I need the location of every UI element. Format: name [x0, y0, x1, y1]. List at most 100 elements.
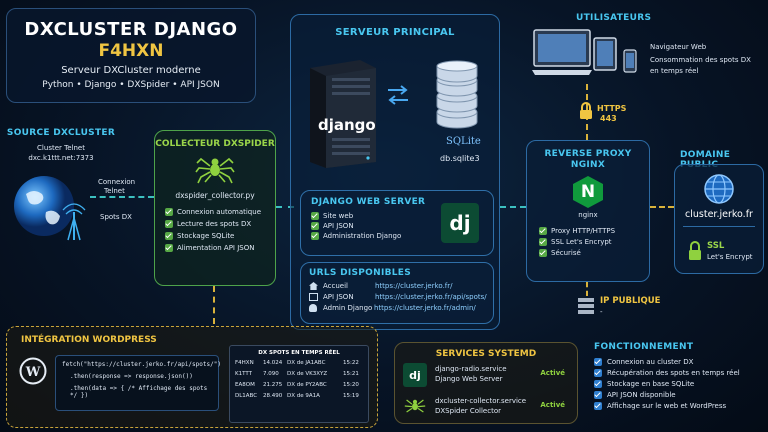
- dj-service-logo: dj: [403, 363, 427, 387]
- url-row[interactable]: API JSON https://cluster.jerko.fr/api/sp…: [309, 293, 493, 301]
- url-row[interactable]: Accueil https://cluster.jerko.fr/: [309, 282, 493, 290]
- systemd-heading: SERVICES SYSTEMD: [435, 349, 537, 359]
- users-line1: Navigateur Web: [650, 43, 707, 51]
- api-icon: [309, 293, 318, 301]
- spider-icon: [195, 157, 235, 184]
- django-web-panel: DJANGO WEB SERVER Site web API JSON Admi…: [300, 190, 494, 256]
- nginx-logo: N: [573, 176, 603, 208]
- spot-cell: DX de 9A1A: [287, 393, 320, 399]
- source-line1: Cluster Telnet: [37, 144, 85, 152]
- sqlite-logo: SQLite: [446, 136, 481, 147]
- wordpress-panel: INTÉGRATION WORDPRESS W fetch("https://c…: [6, 326, 378, 428]
- db-file: db.sqlite3: [440, 154, 480, 163]
- collector-item: Connexion automatique: [165, 208, 275, 216]
- spot-cell: 28.490: [263, 393, 283, 399]
- spot-cell: DX de VK3XYZ: [287, 371, 328, 377]
- service-status: Activé: [540, 369, 565, 377]
- collector-panel: COLLECTEUR DXSPIDER dxspider_collector.p…: [154, 130, 276, 286]
- nginx-name: nginx: [578, 211, 598, 219]
- user-icon: [309, 304, 317, 312]
- urls-heading: URLS DISPONIBLES: [309, 268, 412, 278]
- connector-proxy-domain: [650, 206, 674, 208]
- fonctionnement-heading: FONCTIONNEMENT: [594, 342, 694, 352]
- service-status: Activé: [540, 401, 565, 409]
- fonction-item: Récupération des spots en temps réel: [594, 369, 764, 377]
- collector-item: Alimentation API JSON: [165, 244, 275, 252]
- proxy-heading-1: REVERSE PROXY: [544, 149, 632, 159]
- wordpress-icon: W: [19, 357, 47, 385]
- fonctionnement-block: FONCTIONNEMENT Connexion au cluster DX R…: [594, 342, 764, 413]
- proxy-item: Sécurisé: [539, 249, 649, 257]
- service-desc: Django Web Server: [435, 375, 503, 383]
- ip-heading: IP PUBLIQUE: [600, 296, 661, 306]
- spot-cell: DX de JA1ABC: [287, 360, 326, 366]
- service-desc: DXSpider Collector: [435, 407, 501, 415]
- source-heading: SOURCE DXCLUSTER: [6, 128, 116, 138]
- title-main: DXCLUSTER DJANGO: [24, 19, 238, 40]
- database-icon: [436, 60, 478, 129]
- spot-cell: 15:20: [343, 382, 359, 388]
- proxy-item: SSL Let's Encrypt: [539, 238, 649, 246]
- users-heading: UTILISATEURS: [576, 13, 652, 23]
- devices-icon: [532, 29, 637, 75]
- server-heading: SERVEUR PRINCIPAL: [335, 27, 455, 38]
- url-link[interactable]: https://cluster.jerko.fr/: [375, 282, 453, 290]
- proxy-panel: REVERSE PROXY NGINX N nginx Proxy HTTP/H…: [526, 140, 650, 282]
- https-port: 443: [600, 114, 617, 123]
- spot-cell: K1TTT: [235, 371, 252, 377]
- home-icon: [309, 282, 318, 290]
- collector-heading: COLLECTEUR DXSPIDER: [155, 139, 275, 149]
- spot-cell: 15:22: [343, 360, 359, 366]
- code-line: .then(response => response.json()): [70, 373, 193, 380]
- lock-icon: [580, 102, 592, 119]
- django-web-heading: DJANGO WEB SERVER: [311, 197, 426, 207]
- spot-cell: EA8OM: [235, 382, 255, 388]
- source-telnet-label: Telnet: [104, 187, 125, 195]
- proxy-item: Proxy HTTP/HTTPS: [539, 227, 649, 235]
- source-block: SOURCE DXCLUSTER Cluster Telnet dxc.k1tt…: [6, 128, 116, 162]
- ssl-lock-icon: [689, 241, 701, 260]
- connector-server-proxy: [500, 206, 526, 208]
- domain-name[interactable]: cluster.jerko.fr: [685, 209, 753, 220]
- ip-value: -: [600, 308, 603, 316]
- spot-cell: 14.024: [263, 360, 283, 366]
- code-block: fetch("https://cluster.jerko.fr/api/spot…: [55, 355, 221, 411]
- users-line2: Consommation des spots DX: [650, 56, 751, 64]
- svg-text:W: W: [25, 365, 41, 380]
- source-line2: dxc.k1ttt.net:7373: [28, 154, 94, 162]
- collector-item: Lecture des spots DX: [165, 220, 275, 228]
- web-globe-icon: [704, 174, 734, 204]
- django-logo: django: [318, 116, 376, 134]
- dj-logo-box: dj: [441, 203, 479, 243]
- url-link[interactable]: https://cluster.jerko.fr/api/spots/: [375, 293, 487, 301]
- systemd-panel: SERVICES SYSTEMD dj django-radio.service…: [394, 342, 578, 424]
- url-row[interactable]: Admin Django https://cluster.jerko.fr/ad…: [309, 304, 493, 312]
- title-panel: DXCLUSTER DJANGO F4HXN Serveur DXCluster…: [6, 8, 256, 103]
- domain-panel: cluster.jerko.fr SSL Let's Encrypt: [674, 164, 764, 274]
- title-subtitle: Serveur DXCluster moderne: [61, 65, 201, 76]
- collector-file: dxspider_collector.py: [175, 191, 255, 200]
- dj-logo: dj: [449, 211, 471, 235]
- proxy-heading-2: NGINX: [570, 160, 606, 170]
- wordpress-heading: INTÉGRATION WORDPRESS: [21, 335, 157, 345]
- spot-cell: 21.275: [263, 382, 283, 388]
- collector-item: Stockage SQLite: [165, 232, 275, 240]
- arrows-icon: [388, 85, 408, 105]
- spot-cell: DX de PY2ABC: [287, 382, 327, 388]
- fonction-item: Affichage sur le web et WordPress: [594, 402, 764, 410]
- connector-collector-server: [276, 206, 294, 208]
- service-row: dj django-radio.service Django Web Serve…: [403, 361, 571, 389]
- url-link[interactable]: https://cluster.jerko.fr/admin/: [374, 304, 476, 312]
- server-stack-icon: [578, 298, 594, 314]
- code-line: fetch("https://cluster.jerko.fr/api/spot…: [62, 361, 221, 368]
- fonction-item: Stockage en base SQLite: [594, 380, 764, 388]
- globe-icon: [14, 176, 86, 241]
- service-name: django-radio.service: [435, 365, 507, 373]
- title-stack: Python • Django • DXSpider • API JSON: [42, 80, 220, 90]
- spots-table-title: DX SPOTS EN TEMPS RÉEL: [258, 350, 340, 356]
- title-call: F4HXN: [98, 41, 164, 61]
- users-line3: en temps réel: [650, 67, 699, 75]
